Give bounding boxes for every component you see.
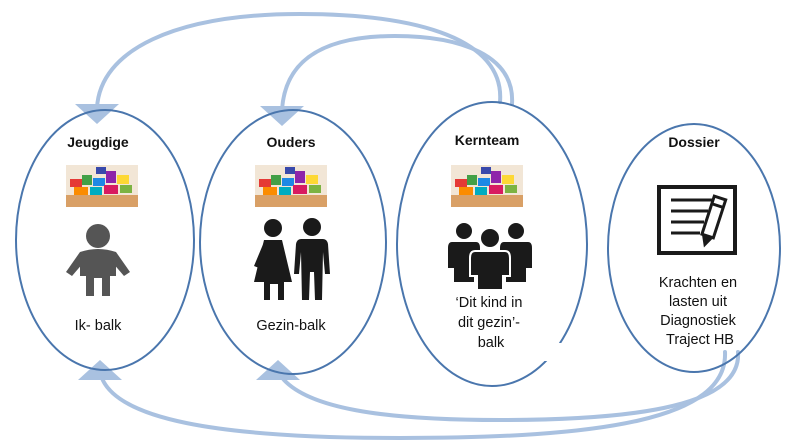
toy-block xyxy=(478,178,490,186)
toy-block xyxy=(74,187,88,195)
photo-table xyxy=(66,195,138,207)
team-icon xyxy=(448,223,532,291)
arrow-dossier-to-ouders xyxy=(276,350,741,423)
parents-icon xyxy=(254,218,330,300)
toy-block xyxy=(459,187,473,195)
node-title-ouders: Ouders xyxy=(266,134,315,150)
node-title-dossier: Dossier xyxy=(668,134,720,150)
toy-block xyxy=(489,185,503,194)
toy-block xyxy=(505,185,517,193)
toy-block xyxy=(96,167,106,174)
toy-block xyxy=(104,185,118,194)
arrowhead-ouders-top xyxy=(260,106,304,126)
toy-block xyxy=(70,179,82,187)
document-pencil-icon xyxy=(657,185,737,255)
toy-block xyxy=(306,175,318,184)
toy-block xyxy=(82,175,92,185)
toy-block xyxy=(90,187,102,195)
toy-block xyxy=(455,179,467,187)
colored-blocks-photo xyxy=(66,165,138,207)
node-ellipse-ouders xyxy=(199,109,387,375)
toy-block xyxy=(309,185,321,193)
flow-arrows xyxy=(75,11,741,441)
node-title-kernteam: Kernteam xyxy=(455,132,520,148)
node-label-dossier: Krachten en lasten uit Diagnostiek Traje… xyxy=(659,275,741,348)
arrowhead-jeugdige-top xyxy=(75,104,119,124)
toy-block xyxy=(285,167,295,174)
toy-block xyxy=(259,179,271,187)
toy-block xyxy=(467,175,477,185)
node-ellipse-dossier xyxy=(607,123,781,373)
colored-blocks-photo xyxy=(255,165,327,207)
toy-block xyxy=(295,171,305,183)
node-ellipses xyxy=(15,101,781,387)
toy-block xyxy=(117,175,129,184)
toy-block xyxy=(481,167,491,174)
toy-block xyxy=(282,178,294,186)
arrowhead-ouders-bottom xyxy=(256,360,300,380)
node-label-ouders: Gezin-balk xyxy=(256,318,326,334)
node-ellipse-jeugdige xyxy=(15,109,195,371)
toy-block xyxy=(93,178,105,186)
node-title-jeugdige: Jeugdige xyxy=(67,134,129,150)
label-mask xyxy=(530,343,570,361)
node-label-kernteam: ‘Dit kind in dit gezin’- balk xyxy=(456,295,527,351)
photo-table xyxy=(451,195,523,207)
toy-block xyxy=(502,175,514,184)
toy-block xyxy=(120,185,132,193)
toy-block xyxy=(271,175,281,185)
toy-block xyxy=(475,187,487,195)
toy-block xyxy=(106,171,116,183)
toy-block xyxy=(279,187,291,195)
toy-block xyxy=(293,185,307,194)
arrow-kernteam-to-jeugdige xyxy=(95,11,503,110)
toy-block xyxy=(263,187,277,195)
photo-table xyxy=(255,195,327,207)
toy-block xyxy=(491,171,501,183)
arrow-dossier-to-jeugdige xyxy=(98,350,728,441)
node-ellipse-kernteam xyxy=(396,101,588,387)
colored-blocks-photo xyxy=(451,165,523,207)
arrow-kernteam-to-ouders xyxy=(280,33,515,112)
child-icon xyxy=(66,224,130,296)
node-label-jeugdige: Ik- balk xyxy=(75,318,122,334)
